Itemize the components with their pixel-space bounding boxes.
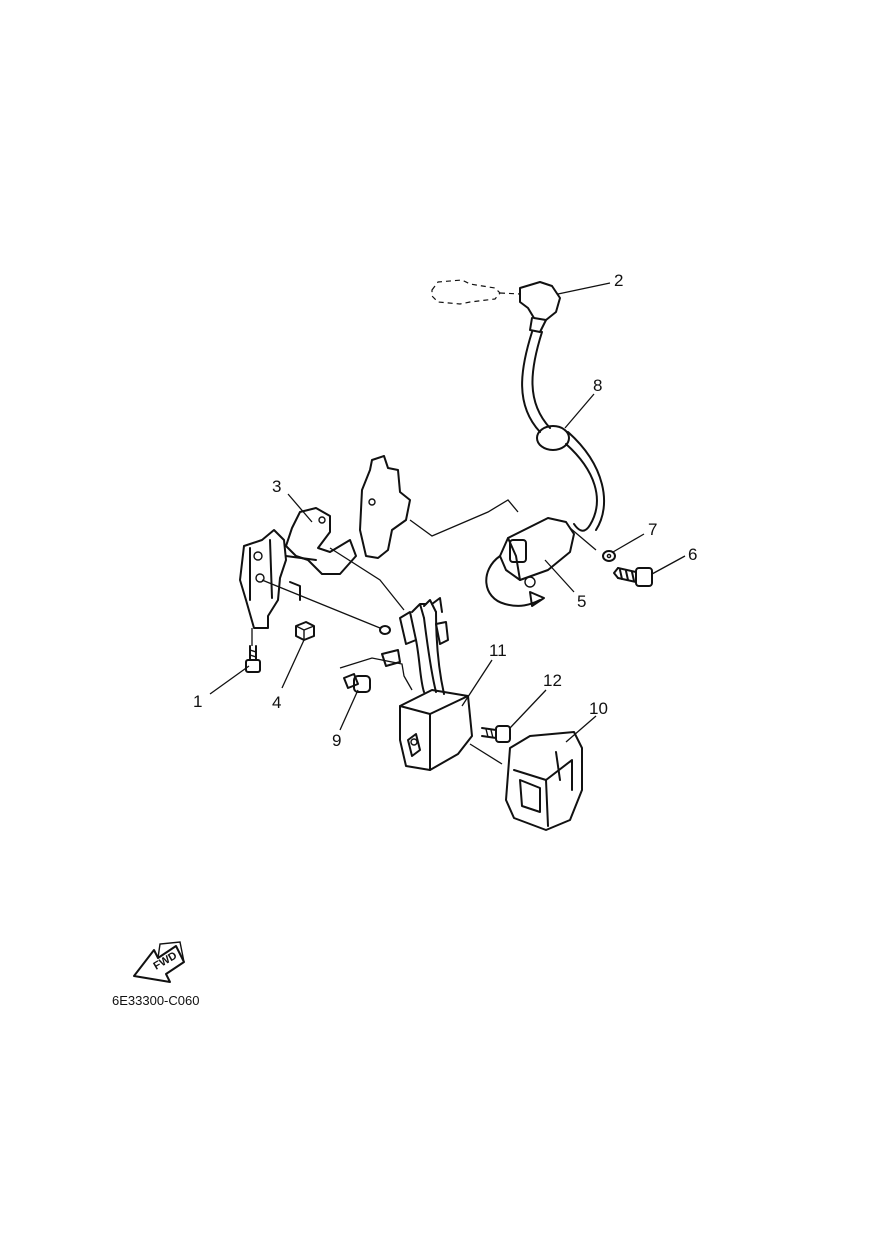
part-8-high-tension-cord (521, 331, 605, 532)
part-1-screw (245, 645, 261, 673)
callout-2: 2 (614, 271, 623, 290)
part-4-block (295, 621, 315, 641)
part-2-plug-cap (519, 281, 561, 333)
fwd-arrow-icon: FWD (133, 941, 185, 983)
assembly-lines (251, 499, 597, 765)
callout-3: 3 (272, 477, 281, 496)
part-5-ignition-coil (485, 517, 575, 607)
drawing-code: 6E33300-C060 (112, 993, 199, 1008)
callout-9: 9 (332, 731, 341, 750)
callout-1: 1 (193, 692, 202, 711)
part-12-bolt (481, 725, 511, 743)
callout-7: 7 (648, 520, 657, 539)
spark-plug (431, 279, 521, 305)
part-7-washer (602, 550, 616, 562)
callout-5: 5 (577, 592, 586, 611)
part-10-holder (505, 731, 583, 831)
callout-10: 10 (589, 699, 608, 718)
callout-labels: 1 2 3 4 5 6 7 8 9 10 11 12 (193, 271, 697, 750)
callout-11: 11 (489, 641, 507, 660)
callout-6: 6 (688, 545, 697, 564)
part-9-bolt (343, 673, 371, 693)
part-6-bolt (613, 567, 653, 587)
part-3-base-plate (239, 455, 411, 629)
callout-4: 4 (272, 693, 281, 712)
wiring-harness (339, 597, 449, 695)
part-11-cdi-unit (399, 689, 473, 771)
callout-8: 8 (593, 376, 602, 395)
callout-12: 12 (543, 671, 562, 690)
leader-lines (209, 282, 686, 743)
